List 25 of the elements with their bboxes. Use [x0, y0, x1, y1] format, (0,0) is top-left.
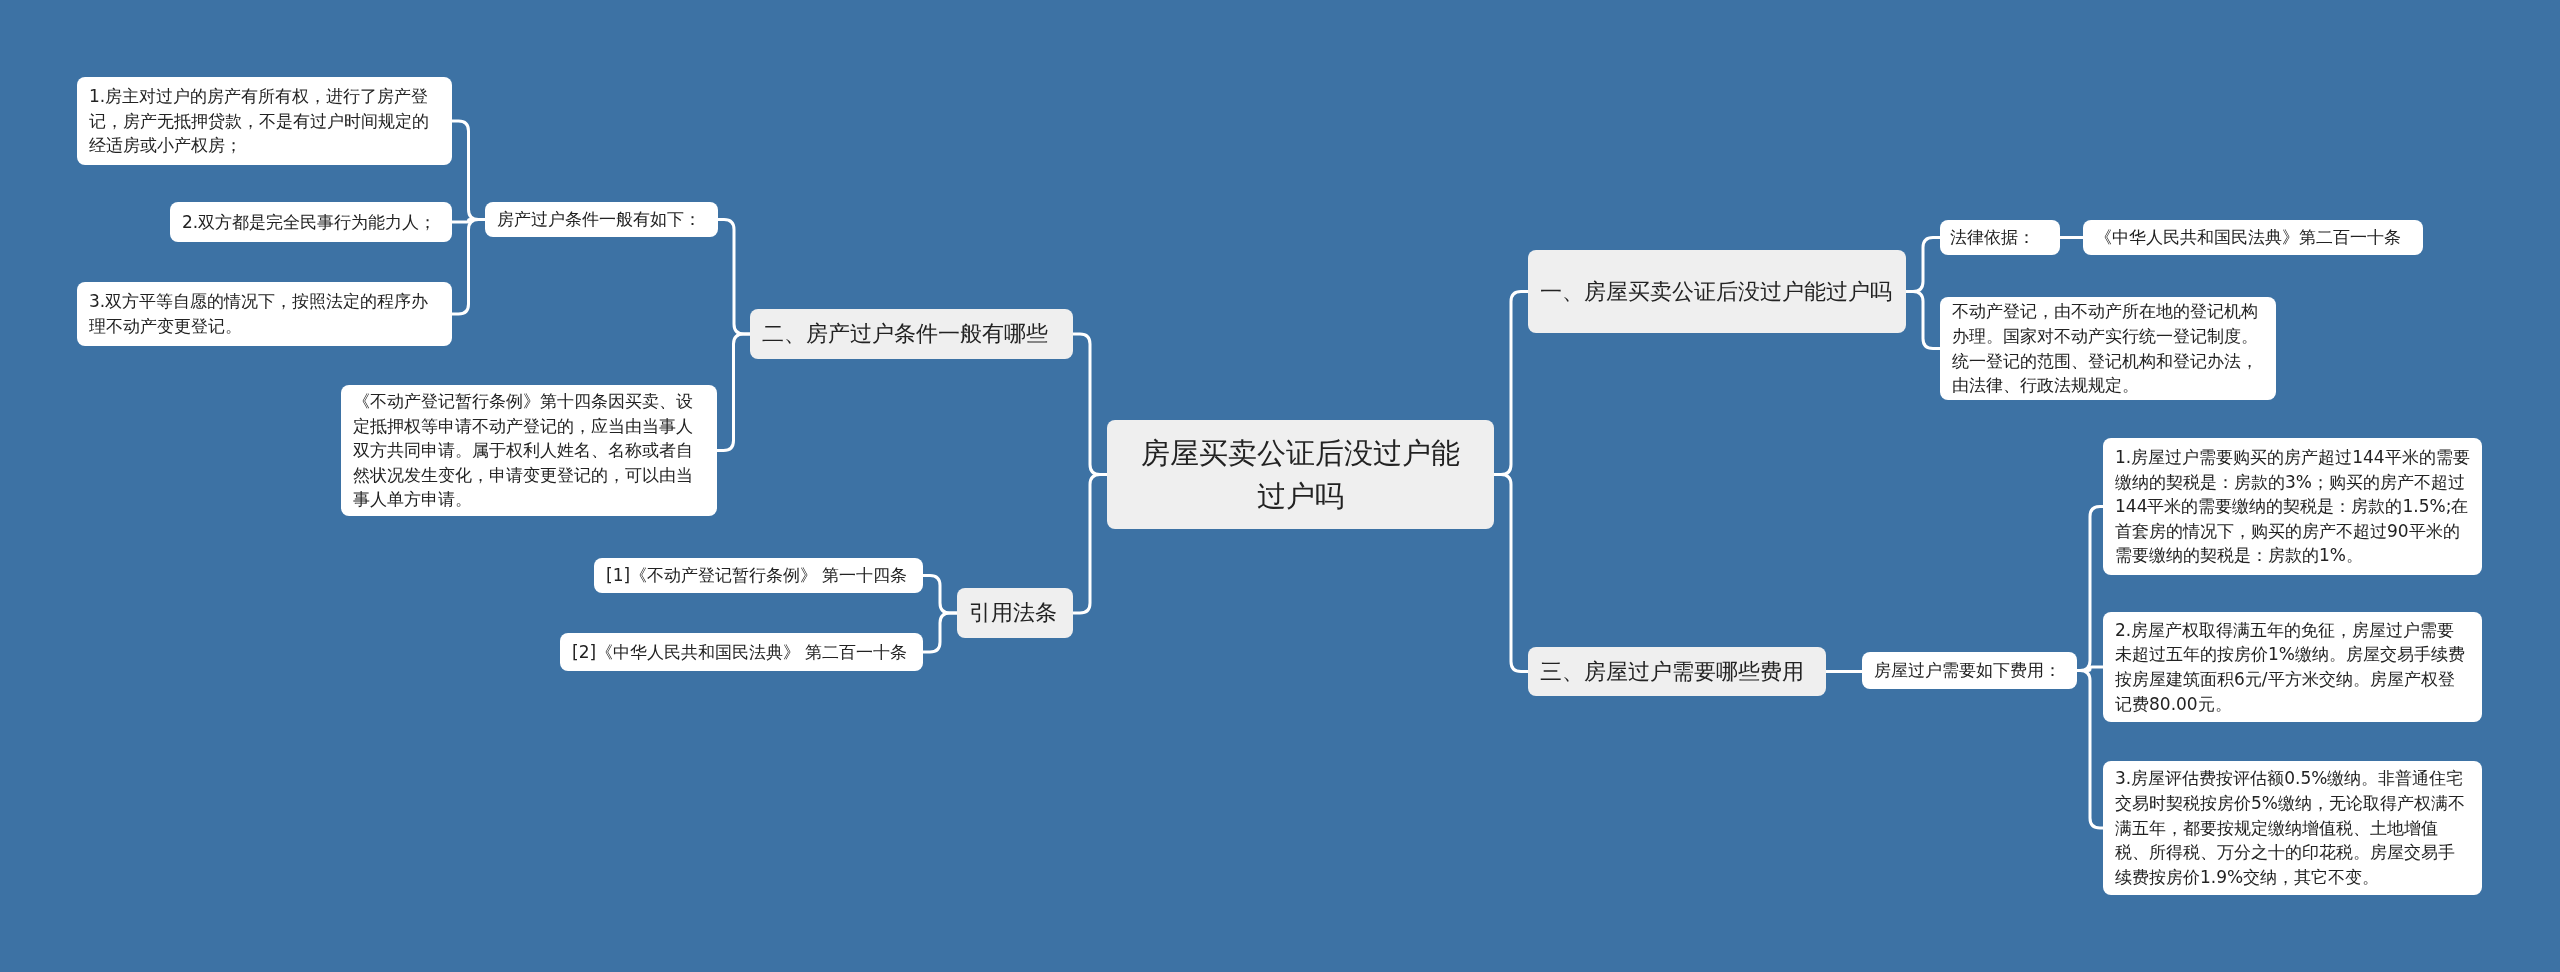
- text-box: [1]《不动产登记暂行条例》 第一十四条: [594, 558, 923, 593]
- branch-box: 二、房产过户条件一般有哪些: [750, 309, 1073, 359]
- text-box: 3.房屋评估费按评估额0.5%缴纳。非普通住宅交易时契税按房价5%缴纳，无论取得产权满不满五年，都要按规定缴纳增值税、土地增值税、所得税、万分之十的印花税。房屋交易手续费按房价1.9%交纳，其它不变。: [2103, 761, 2482, 895]
- text-box: [2]《中华人民共和国民法典》 第二百一十条: [560, 633, 923, 671]
- branch-box: 一、房屋买卖公证后没过户能过户吗: [1528, 250, 1906, 333]
- text-box: 2.双方都是完全民事行为能力人；: [170, 202, 452, 242]
- topic-box: 房屋买卖公证后没过户能过户吗: [1107, 420, 1494, 529]
- text-box: 《中华人民共和国民法典》第二百一十条: [2083, 220, 2423, 255]
- connector-line: [2060, 236, 2083, 239]
- branch-box: 三、房屋过户需要哪些费用: [1528, 647, 1826, 696]
- text-box: 《不动产登记暂行条例》第十四条因买卖、设定抵押权等申请不动产登记的，应当由当事人双方共同申请。属于权利人姓名、名称或者自然状况发生变化，申请变更登记的，可以由当事人单方申请。: [341, 385, 717, 516]
- subtopic-box: 房产过户条件一般有如下：: [485, 202, 718, 237]
- connector-line: [452, 218, 485, 316]
- subtopic-box: 法律依据：: [1940, 220, 2060, 255]
- text-box: 1.房屋过户需要购买的房产超过144平米的需要缴纳的契税是：房款的3%；购买的房产不超过144平米的需要缴纳的契税是：房款的1.5%;在首套房的情况下，购买的房产不超过90平米的需要缴纳的契税是：房款的1%。: [2103, 438, 2482, 575]
- subtopic-box: 房屋过户需要如下费用：: [1862, 652, 2077, 689]
- text-box: 3.双方平等自愿的情况下，按照法定的程序办理不动产变更登记。: [77, 282, 452, 346]
- text-box: 不动产登记，由不动产所在地的登记机构办理。国家对不动产实行统一登记制度。统一登记的范围、登记机构和登记办法，由法律、行政法规规定。: [1940, 297, 2276, 400]
- connector-line: [923, 611, 957, 654]
- text-box: 2.房屋产权取得满五年的免征，房屋过户需要未超过五年的按房价1%缴纳。房屋交易手续费按房屋建筑面积6元/平方米交纳。房屋产权登记费80.00元。: [2103, 612, 2482, 722]
- connector-line: [717, 332, 750, 452]
- connector-line: [1826, 670, 1862, 673]
- text-box: 1.房主对过户的房产有所有权，进行了房产登记，房产无抵押贷款，不是有过户时间规定的经适房或小产权房；: [77, 77, 452, 165]
- connector-line: [2077, 669, 2103, 830]
- branch-box: 引用法条: [957, 588, 1073, 638]
